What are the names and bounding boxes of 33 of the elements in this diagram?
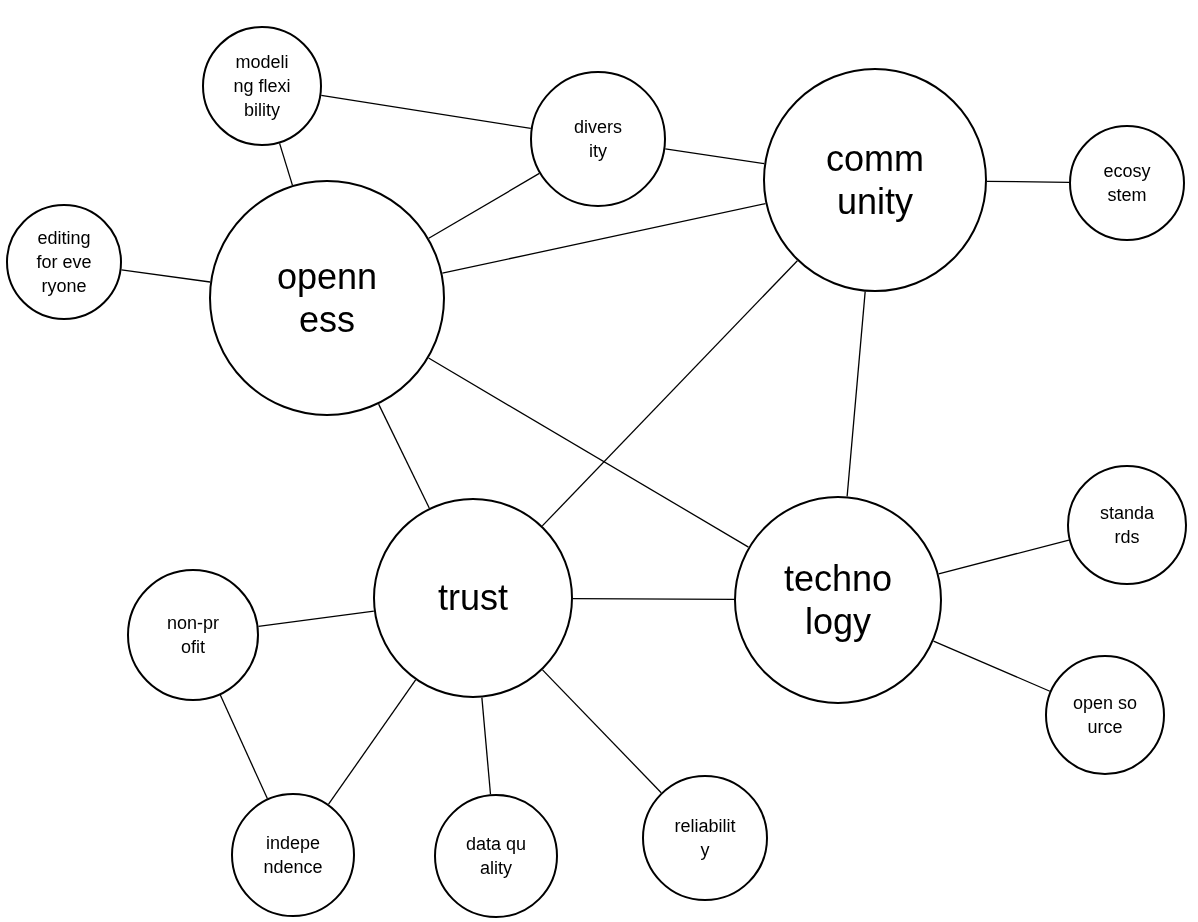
concept-label: modeling flexibility [233, 50, 291, 123]
concept-label: trust [437, 576, 509, 620]
connector-line [219, 694, 268, 800]
connector-line [541, 669, 662, 794]
concept-label: diversity [573, 115, 623, 163]
connector-line [378, 403, 430, 509]
concept-label: community [825, 136, 925, 224]
connector-line [278, 142, 294, 186]
concept-label: editing for everyone [36, 226, 92, 299]
concept-label: data quality [464, 832, 528, 880]
concept-label: ecosystem [1102, 159, 1152, 207]
connector-line [481, 696, 492, 795]
concept-label: independence [262, 831, 324, 879]
connector-line [120, 269, 211, 283]
concept-label: standards [1099, 501, 1155, 549]
connector-line [664, 148, 765, 165]
connector-line [427, 357, 750, 548]
connector-line [320, 94, 532, 130]
connector-line [428, 172, 540, 239]
connector-line [541, 260, 798, 527]
connector-line [986, 180, 1070, 183]
connector-line [846, 290, 866, 498]
connector-line [572, 597, 735, 601]
connector-line [938, 539, 1070, 575]
concept-label: openness [275, 254, 379, 342]
concept-label: non-profit [166, 611, 220, 659]
connector-line [441, 202, 767, 274]
connector-line [327, 679, 417, 805]
concept-label: technology [782, 556, 894, 644]
connector-line [932, 640, 1051, 692]
concept-label: open source [1071, 691, 1139, 739]
concept-label: reliability [673, 814, 737, 862]
connector-line [257, 610, 375, 627]
